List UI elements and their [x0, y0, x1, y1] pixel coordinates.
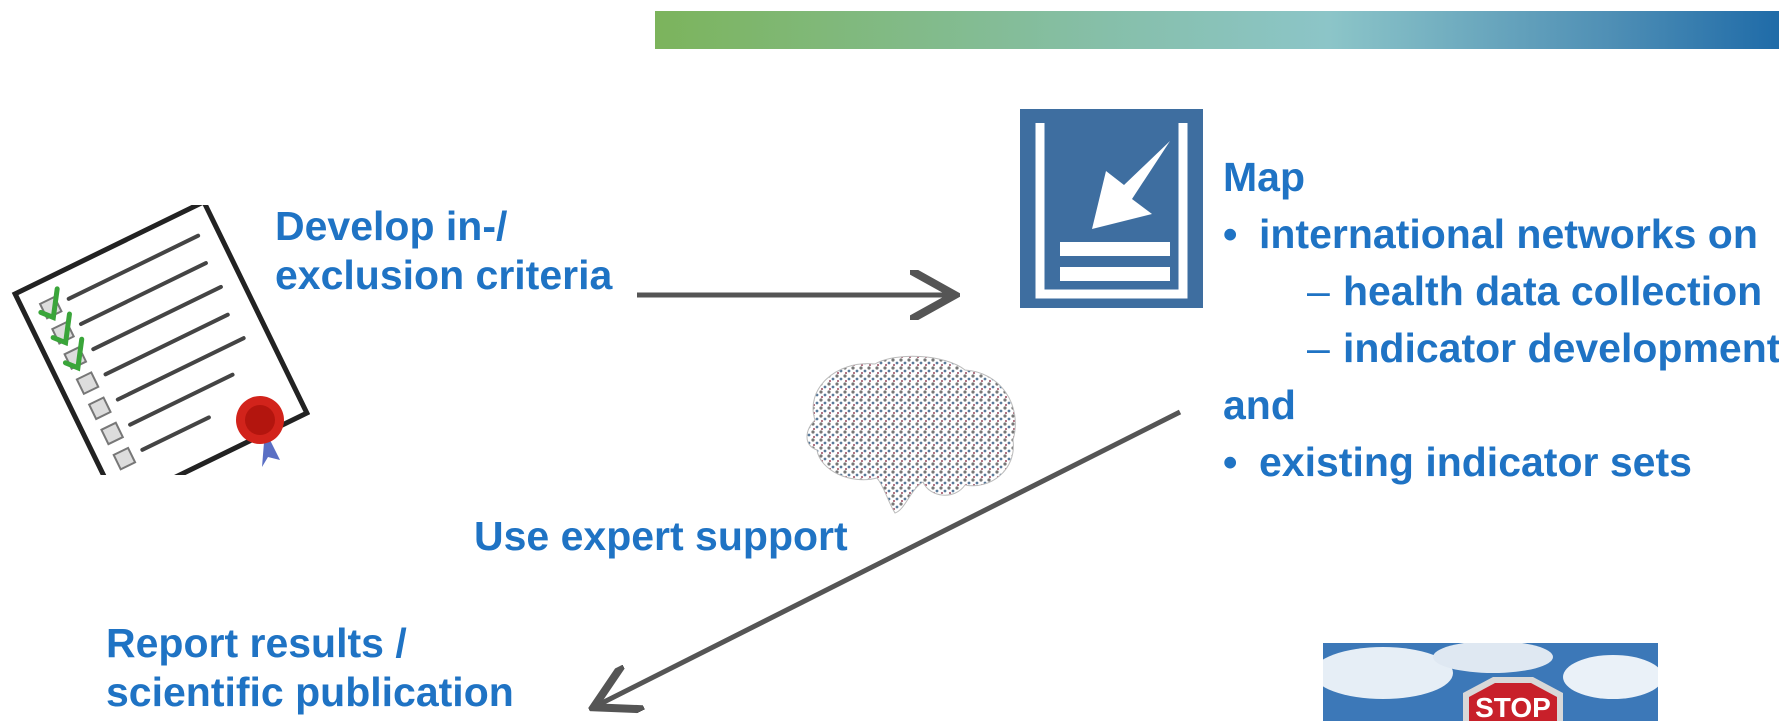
- map-sub-health-data-text: health data collection: [1343, 268, 1763, 314]
- map-sub-indicator-dev-text: indicator development: [1343, 325, 1779, 371]
- map-bullet-existing: • existing indicator sets: [1223, 438, 1779, 495]
- map-sub-health-data: –health data collection: [1223, 267, 1779, 324]
- arrow-map-to-report: [598, 409, 1182, 705]
- header-gradient-bar: [655, 11, 1779, 49]
- map-sub-indicator-dev: –indicator development: [1223, 324, 1779, 381]
- stop-sign-text: STOP: [1475, 692, 1551, 721]
- expert-support-label: Use expert support: [474, 513, 848, 559]
- dash-glyph: –: [1307, 268, 1330, 314]
- map-bullet-existing-text: existing indicator sets: [1259, 439, 1692, 485]
- map-title: Map: [1223, 154, 1305, 200]
- wax-seal-icon: [236, 396, 284, 467]
- map-import-icon: [1020, 109, 1203, 308]
- map-bullet-networks: • international networks on: [1223, 210, 1779, 267]
- report-line-1: Report results /: [106, 620, 407, 666]
- report-results-label: Report results / scientific publication: [106, 619, 514, 717]
- bullet-glyph: •: [1223, 211, 1238, 257]
- map-step-block: Map • international networks on –health d…: [1223, 153, 1779, 495]
- bullet-glyph: •: [1223, 439, 1238, 485]
- report-line-2: scientific publication: [106, 669, 514, 716]
- develop-line-2: exclusion criteria: [275, 252, 613, 299]
- brain-network-icon: [806, 355, 1016, 514]
- develop-criteria-label: Develop in-/ exclusion criteria: [275, 202, 612, 300]
- map-joiner-and: and: [1223, 382, 1296, 428]
- map-bullet-networks-text: international networks on: [1259, 211, 1758, 257]
- dash-glyph: –: [1307, 325, 1330, 371]
- stop-sign-photo: STOP: [1323, 643, 1658, 721]
- develop-line-1: Develop in-/: [275, 203, 508, 249]
- checklist-certificate-icon: [11, 205, 310, 475]
